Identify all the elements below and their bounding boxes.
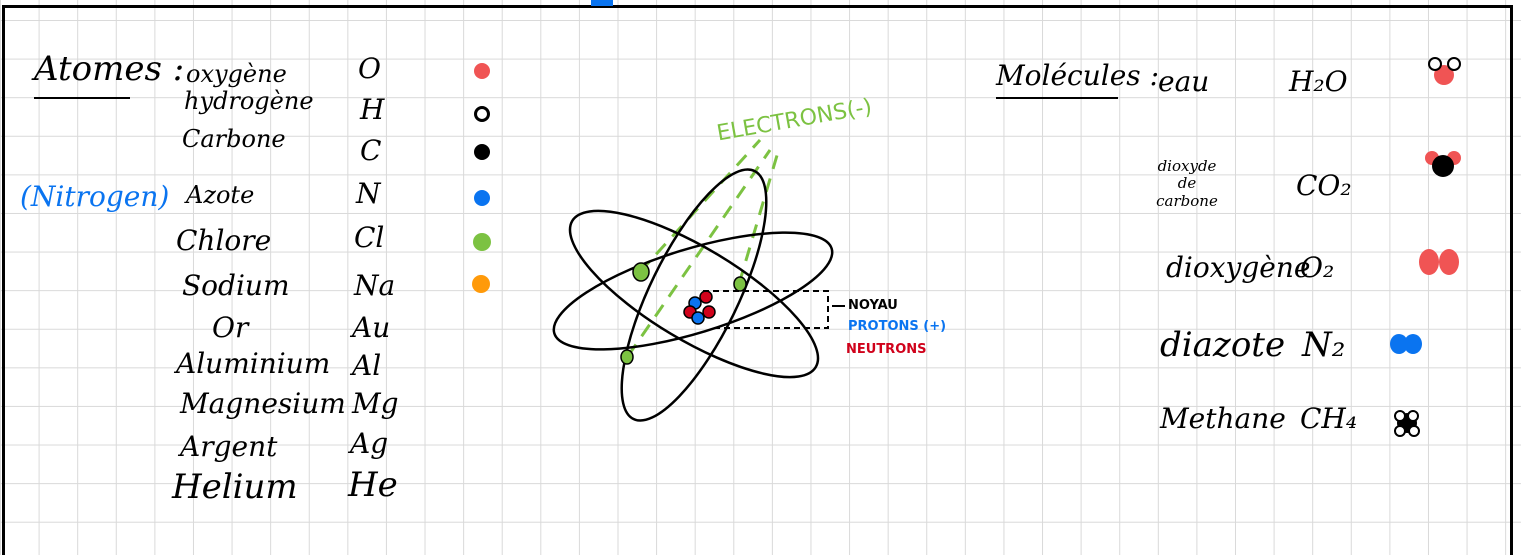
protons-label: PROTONS (+) xyxy=(848,319,947,334)
element-name-helium: Helium xyxy=(172,467,298,507)
neutron-3 xyxy=(702,305,716,319)
element-name-carbon: Carbone xyxy=(182,125,286,153)
carbon-dioxide-molecule-icon xyxy=(1425,151,1461,177)
atomes-heading-underline xyxy=(34,97,130,99)
element-name-oxygen: oxygène xyxy=(186,60,287,88)
oxygen-color-dot xyxy=(474,63,490,79)
element-symbol-carbon: C xyxy=(360,134,382,167)
molecule-name-water: eau xyxy=(1158,65,1210,98)
element-symbol-hydrogen: H xyxy=(360,93,385,126)
molecule-name-carbon-dioxide: dioxyde de carbone xyxy=(1156,157,1218,210)
element-symbol-magnesium: Mg xyxy=(352,387,399,420)
molecule-name-dinitrogen: diazote xyxy=(1160,325,1286,365)
neutrons-label: NEUTRONS xyxy=(846,342,927,357)
element-symbol-chlorine: Cl xyxy=(354,221,385,254)
molecule-formula-dinitrogen: N₂ xyxy=(1302,325,1346,365)
electron-pointer-lines xyxy=(626,138,780,357)
element-name-sodium: Sodium xyxy=(182,269,290,302)
element-name-aluminium: Aluminium xyxy=(176,347,331,380)
nucleus-callout-box xyxy=(703,290,829,329)
element-symbol-oxygen: O xyxy=(358,52,381,85)
element-symbol-helium: He xyxy=(348,465,398,505)
molecule-name-methane: Methane xyxy=(1160,402,1286,435)
element-name-nitrogen: Azote xyxy=(186,181,255,209)
chlorine-color-dot xyxy=(473,233,491,251)
proton-2 xyxy=(691,311,705,325)
electron-2 xyxy=(733,276,747,292)
molecule-formula-carbon-dioxide: CO₂ xyxy=(1296,169,1352,202)
element-symbol-aluminium: Al xyxy=(352,349,382,382)
sodium-color-dot xyxy=(472,275,490,293)
dinitrogen-molecule-icon xyxy=(1390,334,1422,354)
orbit-1 xyxy=(552,231,834,351)
electron-orbits xyxy=(552,168,834,422)
molecule-formula-methane: CH₄ xyxy=(1300,402,1358,435)
element-name-chlorine: Chlore xyxy=(176,224,272,257)
molecule-name-dioxygen: dioxygène xyxy=(1166,251,1311,284)
element-name-hydrogen: hydrogène xyxy=(184,87,314,115)
element-name-gold: Or xyxy=(212,311,249,344)
methane-molecule-icon xyxy=(1394,410,1420,437)
molecule-formula-dioxygen: O₂ xyxy=(1300,251,1335,284)
electron-1 xyxy=(632,262,650,282)
element-symbol-sodium: Na xyxy=(354,269,396,302)
hydrogen-color-dot xyxy=(474,106,490,122)
atomes-heading: Atomes : xyxy=(34,49,185,89)
dioxygen-molecule-icon xyxy=(1419,249,1459,275)
element-symbol-silver: Ag xyxy=(350,427,389,460)
nitrogen-color-dot xyxy=(474,190,490,206)
molecules-heading-underline xyxy=(996,97,1118,99)
molecules-heading: Molécules : xyxy=(996,59,1159,92)
element-name-silver: Argent xyxy=(180,430,278,463)
element-name-magnesium: Magnesium xyxy=(180,387,346,420)
water-molecule-icon xyxy=(1428,57,1461,85)
element-symbol-gold: Au xyxy=(352,311,391,344)
electrons xyxy=(620,262,747,365)
nitrogen-note: (Nitrogen) xyxy=(20,180,170,213)
orbit-3 xyxy=(620,168,768,422)
element-symbol-nitrogen: N xyxy=(356,177,381,210)
board-frame xyxy=(2,5,1513,555)
carbon-color-dot xyxy=(474,144,490,160)
electron-3 xyxy=(620,349,634,365)
molecule-formula-water: H₂O xyxy=(1289,65,1348,98)
noyau-label: NOYAU xyxy=(848,298,898,313)
nucleus xyxy=(683,290,716,325)
top-edge-mark xyxy=(591,0,613,6)
orbit-2 xyxy=(568,209,820,379)
